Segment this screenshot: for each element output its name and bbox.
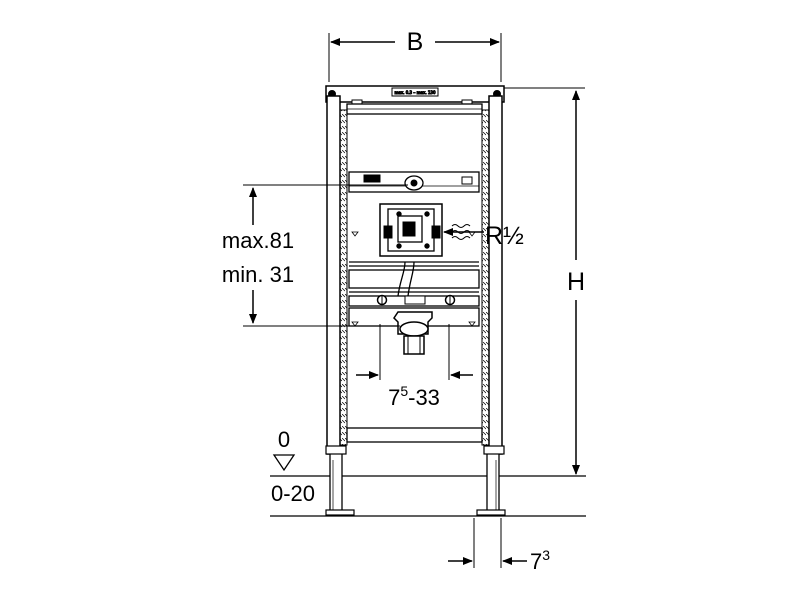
drain-spacing-dimension: 75-33 <box>356 371 473 410</box>
outlet-min-label: min. 31 <box>222 262 294 287</box>
floor-level-annotation: 0 0-20 <box>271 427 315 506</box>
thread-callout: R½ <box>443 222 524 250</box>
height-dimension: H <box>503 87 585 475</box>
width-label: B <box>407 28 424 56</box>
drain-spacing-label: 75-33 <box>388 383 440 410</box>
outlet-max-label: max.81 <box>222 228 294 253</box>
outlet-height-dimension: max.81 min. 31 <box>222 184 408 327</box>
water-supply-icon <box>451 224 471 240</box>
frame: max. 0.3 – max. 130 <box>325 85 506 516</box>
floor-level-label: 0 <box>278 427 290 452</box>
width-dimension: B <box>328 28 502 82</box>
thread-label: R½ <box>485 222 524 250</box>
height-label: H <box>567 268 585 296</box>
foot-offset-label: 73 <box>530 547 550 574</box>
foot-offset-dimension: 73 <box>448 518 550 574</box>
foot-range-label: 0-20 <box>271 481 315 506</box>
floor-lines <box>270 475 586 517</box>
frame-plate-text: max. 0.3 – max. 130 <box>394 90 436 95</box>
floor-level-icon <box>272 454 296 472</box>
